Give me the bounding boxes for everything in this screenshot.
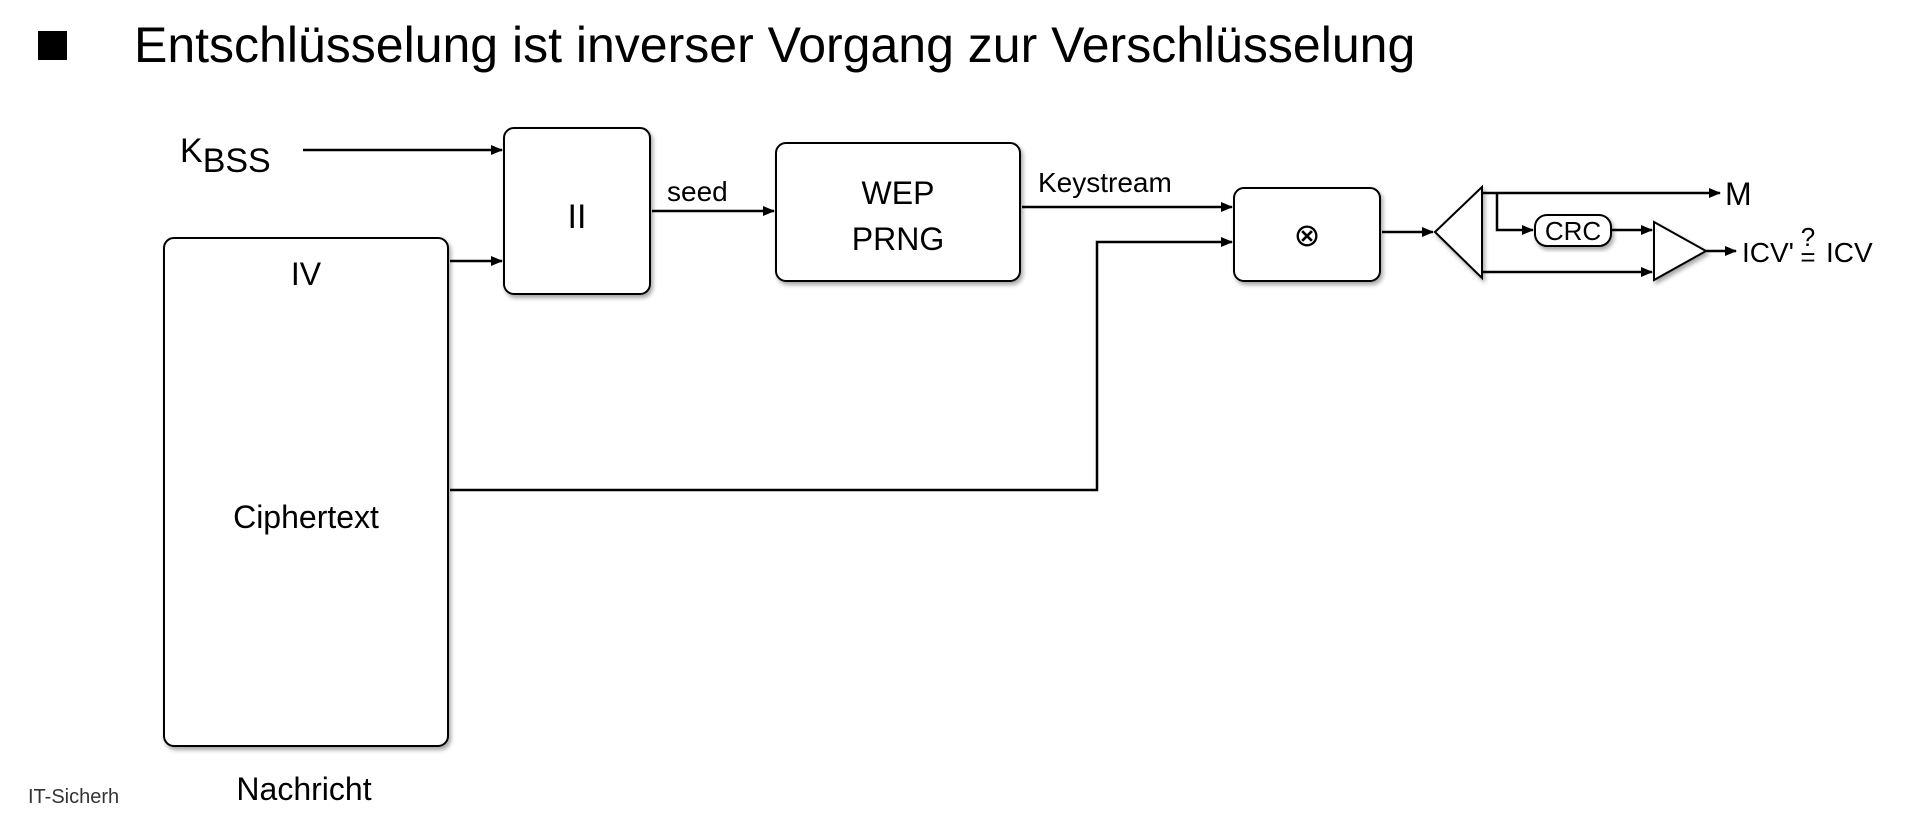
heading-text: Entschlüsselung ist inverser Vorgang zur… (134, 17, 1416, 73)
icv-label: ICV (1826, 237, 1873, 268)
k-label: K (180, 132, 203, 170)
k-bss-subscript: BSS (203, 142, 271, 180)
output-m-label: M (1725, 176, 1752, 212)
prng-box (775, 142, 1021, 282)
arrow-to-crc (1495, 193, 1534, 235)
arrow-ciphertext-to-xor (450, 237, 1233, 492)
seed-label: seed (667, 176, 728, 207)
prng-label-line2: PRNG (852, 221, 944, 257)
nachricht-caption: Nachricht (236, 771, 371, 807)
ciphertext-label: Ciphertext (233, 499, 379, 535)
prng-label-line1: WEP (862, 175, 935, 211)
concat-label: II (568, 198, 587, 236)
slide-heading: Entschlüsselung ist inverser Vorgang zur… (38, 10, 1415, 80)
xor-symbol: ⊗ (1294, 217, 1321, 253)
crc-label: CRC (1545, 216, 1601, 246)
icv-prime-label: ICV' (1742, 237, 1794, 268)
square-bullet-icon (38, 30, 67, 60)
footer-text: IT-Sicherh (28, 786, 120, 808)
k-bss-label: KBSS (180, 132, 271, 180)
iv-label: IV (291, 256, 322, 292)
keystream-label: Keystream (1038, 167, 1172, 198)
splitter-triangle (1433, 184, 1483, 281)
message-box (163, 237, 449, 747)
comparator-triangle (1653, 220, 1709, 282)
compare-equals-sign: = (1800, 242, 1815, 272)
xor-box (1233, 187, 1381, 282)
concat-box (503, 127, 651, 295)
compare-question-mark: ? (1801, 222, 1815, 252)
